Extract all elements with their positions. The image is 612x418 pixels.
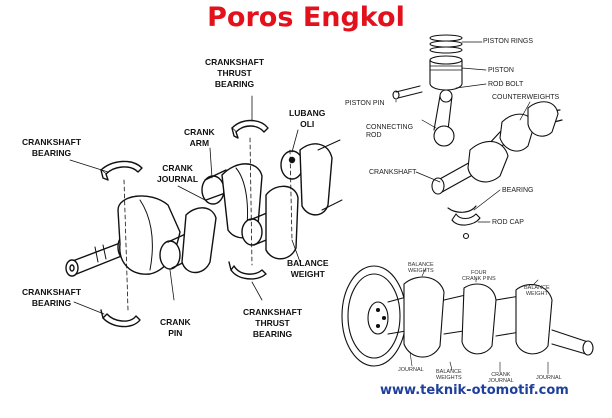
- label-balance-weight-2: BALANCE WEIGHT: [524, 285, 550, 297]
- guide-lines-left: [123, 137, 293, 311]
- bearing-shells-left: [100, 119, 269, 328]
- label-journal-right: JOURNAL: [536, 375, 562, 381]
- label-crank-arm: CRANK ARM: [184, 127, 215, 148]
- website-url: www.teknik-otomotif.com: [380, 383, 569, 398]
- label-balance-weights-1: BALANCE WEIGHTS: [408, 262, 434, 274]
- label-crank-journal: CRANK JOURNAL: [157, 163, 199, 184]
- label-rod-bolt: ROD BOLT: [488, 81, 524, 88]
- label-connecting-rod: CONNECTING ROD: [366, 124, 414, 139]
- label-piston-pin: PISTON PIN: [345, 100, 385, 107]
- label-crankshaft: CRANKSHAFT: [369, 169, 417, 176]
- label-counterweights: COUNTERWEIGHTS: [492, 94, 560, 101]
- label-balance-weights-3: BALANCE WEIGHTS: [436, 369, 462, 381]
- label-crank-journal-small: CRANK JOURNAL: [488, 372, 514, 384]
- label-crankshaft-thrust-bearing-top: CRANKSHAFT THRUST BEARING: [205, 57, 265, 89]
- label-journal-left: JOURNAL: [398, 367, 424, 373]
- label-crankshaft-bearing-top: CRANKSHAFT BEARING: [22, 137, 82, 158]
- label-bearing: BEARING: [502, 187, 534, 194]
- piston-assembly-drawing: [392, 34, 563, 240]
- page-title: Poros Engkol: [207, 2, 405, 33]
- label-crank-pin: CRANK PIN: [160, 317, 191, 338]
- flywheel-crankshaft-drawing: [341, 265, 594, 375]
- label-crankshaft-bearing-bottom: CRANKSHAFT BEARING: [22, 287, 82, 308]
- label-piston: PISTON: [488, 67, 514, 74]
- label-balance-weight: BALANCE WEIGHT: [287, 258, 329, 279]
- label-piston-rings: PISTON RINGS: [483, 38, 534, 45]
- crankshaft-drawing-left: [65, 139, 343, 277]
- label-crankshaft-thrust-bearing-bottom: CRANKSHAFT THRUST BEARING: [243, 307, 303, 339]
- label-lubang-oli: LUBANG OLI: [289, 108, 326, 129]
- leader-lines-left: [69, 95, 301, 315]
- label-rod-cap: ROD CAP: [492, 219, 524, 226]
- label-four-crank-pins: FOUR CRANK PINS: [462, 270, 496, 282]
